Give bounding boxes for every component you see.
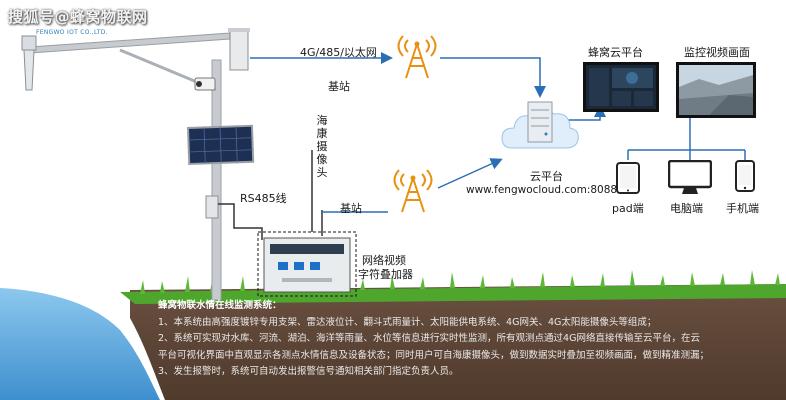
radar-level-sensor-icon: [21, 35, 37, 91]
video-monitor-screen: [676, 62, 756, 118]
tower-icon-top: [397, 35, 437, 79]
camera-icon: [194, 77, 216, 91]
fengwo-cloud-label: 蜂窝云平台: [588, 46, 643, 59]
phone-icon: [735, 160, 755, 192]
camera-label: 海康摄像头: [316, 114, 328, 179]
phone-label: 手机端: [726, 202, 759, 215]
monitor-icon: [668, 160, 712, 194]
pc-label: 电脑端: [670, 202, 703, 215]
description-title: 蜂窝物联水情在线监测系统：: [158, 300, 282, 311]
description-line-2: 2、系统可实现对水库、河流、湖泊、海洋等雨量、水位等信息进行实时性监测，所有观测…: [158, 333, 700, 344]
base-station-label-top: 基站: [328, 80, 350, 93]
description-line-4: 3、发生报警时，系统可自动发出报警信号通知相关部门指定负责人员。: [158, 366, 459, 377]
cloud-platform-label: 云平台: [530, 170, 563, 183]
video-preview-icon: [679, 65, 753, 115]
cloud-dashboard-screen: [583, 62, 659, 112]
cloud-url-label: www.fengwocloud.com:8088: [466, 184, 618, 196]
brand-text: FENGWO IOT CO.,LTD.: [36, 29, 108, 36]
rs485-label: RS485线: [240, 192, 287, 205]
rain-gauge-icon: [228, 28, 250, 71]
tower-icon-bottom: [393, 169, 433, 213]
watermark-text: 搜狐号@蜂窝物联网: [8, 8, 148, 26]
grass-strip: [120, 284, 786, 304]
overlay-label-line1: 网络视频: [362, 254, 406, 267]
controller-dashed-box: [257, 231, 357, 297]
base-station-label-bottom: 基站: [340, 202, 362, 215]
tablet-icon: [616, 162, 640, 194]
monitor-video-label: 监控视频画面: [684, 46, 750, 59]
description-line-1: 1、本系统由高强度镀锌专用支架、雷达液位计、翻斗式雨量计、太阳能供电系统、4G网…: [158, 316, 657, 328]
solar-panel-icon: [186, 124, 255, 166]
dashboard-preview-icon: [586, 65, 656, 109]
overlay-label-line2: 字符叠加器: [358, 268, 413, 281]
description-line-3: 平台可视化界面中直观显示各测点水情信息及设备状态；同时用户可自海康摄像头，做到数…: [158, 349, 710, 361]
pad-label: pad端: [612, 202, 644, 215]
water-body: [0, 288, 160, 400]
main-pole: [211, 59, 222, 301]
server-icon: [527, 101, 553, 143]
control-box-icon: [263, 237, 351, 293]
network-link-label: 4G/485/以太网: [300, 46, 377, 59]
system-description: 蜂窝物联水情在线监测系统： 1、本系统由高强度镀锌专用支架、雷达液位计、翻斗式雨…: [158, 298, 778, 381]
cloud-icon: [501, 101, 579, 149]
soil-area: [130, 284, 786, 400]
